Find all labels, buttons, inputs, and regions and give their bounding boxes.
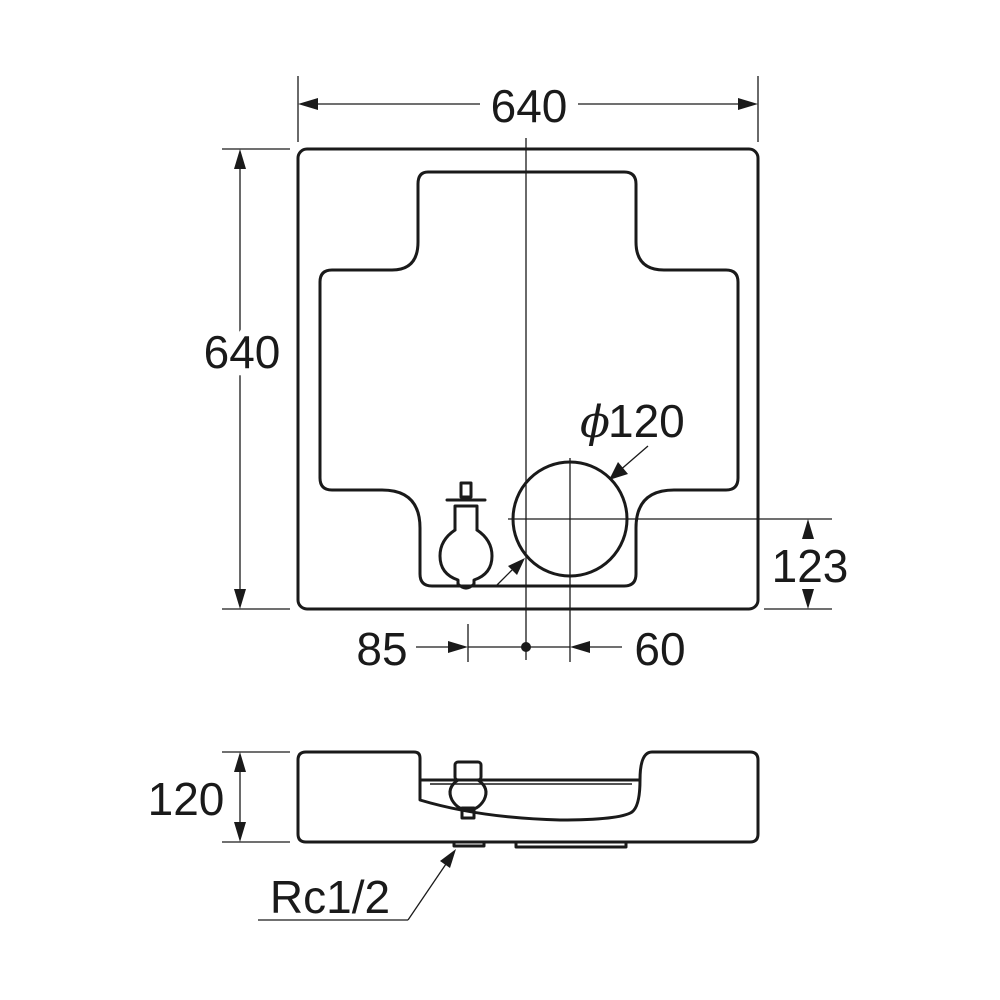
- dimension-thread-size: Rc1/2: [258, 849, 456, 923]
- label-offset-right: 60: [634, 623, 685, 675]
- dimension-side-height: 640: [197, 148, 290, 610]
- dimension-drain-diameter: ϕ 120: [496, 395, 685, 586]
- side-view: [296, 750, 760, 849]
- label-top-width: 640: [491, 80, 568, 132]
- label-drain-offset-vertical: 123: [772, 540, 849, 592]
- centerline-dot: [521, 642, 531, 652]
- dimension-side-view-height: 120: [148, 751, 290, 843]
- label-thread-size: Rc1/2: [270, 871, 390, 923]
- faucet-valve: [438, 481, 494, 590]
- label-side-view-height: 120: [148, 773, 225, 825]
- dimension-drain-offset-vertical: 123: [764, 519, 849, 610]
- side-view-drain-outlet: [514, 840, 628, 849]
- label-side-height: 640: [204, 326, 281, 378]
- side-view-valve: [448, 760, 488, 820]
- dimension-top-width: 640: [297, 76, 759, 142]
- label-offset-left: 85: [356, 623, 407, 675]
- tray-outline: [296, 147, 760, 611]
- label-diameter-symbol: ϕ: [580, 397, 610, 448]
- side-view-outline: [296, 750, 760, 844]
- label-drain-diameter: 120: [608, 395, 685, 447]
- top-view: [296, 138, 832, 662]
- inner-recess-outline: [318, 170, 740, 588]
- side-view-threaded-outlet: [452, 840, 486, 848]
- dimension-offsets-bottom: 85 60: [356, 623, 685, 675]
